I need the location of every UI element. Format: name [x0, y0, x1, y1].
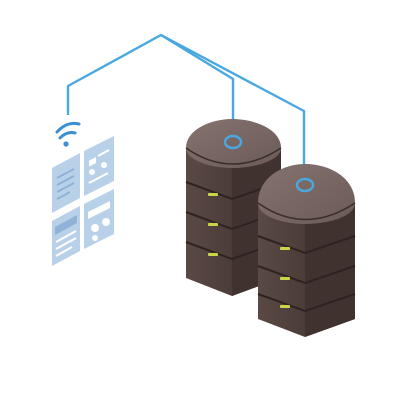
- network-port-icon: [295, 177, 315, 193]
- network-port-icon: [223, 134, 243, 150]
- dashboard-panel-icon: [84, 136, 114, 196]
- list-panel-icon: [52, 206, 80, 266]
- status-leds: [280, 247, 290, 308]
- status-leds: [208, 193, 218, 256]
- device-panels: [52, 136, 114, 266]
- server-rack-2: [257, 164, 356, 337]
- settings-panel-icon: [84, 189, 114, 249]
- wifi-icon: [55, 121, 81, 147]
- network-lines: [66, 33, 306, 181]
- connection-line-device: [66, 33, 235, 137]
- connection-line-server-2: [160, 33, 306, 181]
- document-panel-icon: [52, 153, 80, 213]
